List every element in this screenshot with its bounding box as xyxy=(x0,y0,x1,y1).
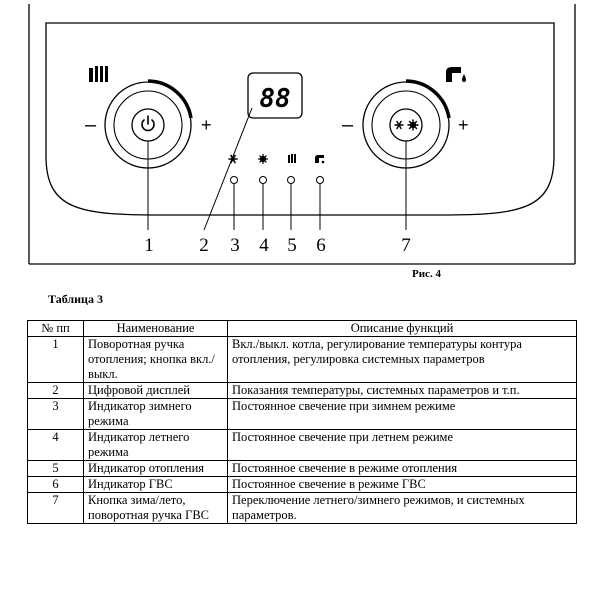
callout-5: 5 xyxy=(287,235,297,256)
sun-icon xyxy=(258,154,268,164)
callout-1: 1 xyxy=(144,235,154,256)
radiator-small-icon xyxy=(288,154,296,163)
table-row: 7 Кнопка зима/лето, поворотная ручка ГВС… xyxy=(27,492,577,524)
row-desc: Постоянное свечение в режиме ГВС xyxy=(227,476,577,493)
callout-4: 4 xyxy=(259,235,269,256)
tap-icon xyxy=(446,67,466,82)
row-num: 5 xyxy=(27,460,84,477)
leader-lines xyxy=(147,107,407,231)
header-desc: Описание функций xyxy=(227,320,577,337)
led-heating xyxy=(287,176,295,184)
heating-knob-plus: + xyxy=(201,115,212,135)
row-name: Индикатор летнего режима xyxy=(83,429,228,461)
callout-3: 3 xyxy=(230,235,240,256)
power-icon xyxy=(141,115,155,132)
row-desc: Постоянное свечение при летнем режиме xyxy=(227,429,577,461)
snowflake-sun-icon xyxy=(394,119,419,131)
snowflake-icon xyxy=(228,154,238,164)
row-desc: Постоянное свечение в режиме отопления xyxy=(227,460,577,477)
row-name: Поворотная ручка отопления; кнопка вкл./… xyxy=(83,336,228,383)
row-num: 1 xyxy=(27,336,84,383)
row-desc: Показания температуры, системных парамет… xyxy=(227,382,577,399)
led-summer xyxy=(259,176,267,184)
led-dhw xyxy=(316,176,324,184)
row-name: Индикатор зимнего режима xyxy=(83,398,228,430)
tap-small-icon xyxy=(315,155,325,164)
figure-caption: Рис. 4 xyxy=(412,268,441,280)
panel-outline xyxy=(28,4,576,265)
table-row: 3 Индикатор зимнего режима Постоянное св… xyxy=(27,398,577,430)
table-header-row: № пп Наименование Описание функций xyxy=(27,320,577,337)
display-digits: 88 xyxy=(259,84,290,114)
row-desc: Постоянное свечение при зимнем режиме xyxy=(227,398,577,430)
table-row: 2 Цифровой дисплей Показания температуры… xyxy=(27,382,577,399)
callout-6: 6 xyxy=(316,235,326,256)
row-num: 3 xyxy=(27,398,84,430)
digital-display: 88 xyxy=(247,72,303,119)
row-desc: Вкл./выкл. котла, регулирование температ… xyxy=(227,336,577,383)
header-num: № пп xyxy=(27,320,84,337)
table-row: 5 Индикатор отопления Постоянное свечени… xyxy=(27,460,577,477)
row-desc: Переключение летнего/зимнего режимов, и … xyxy=(227,492,577,524)
table-row: 4 Индикатор летнего режима Постоянное св… xyxy=(27,429,577,461)
row-num: 6 xyxy=(27,476,84,493)
row-num: 7 xyxy=(27,492,84,524)
heating-knob-minus: – xyxy=(85,114,97,136)
callout-7: 7 xyxy=(401,235,411,256)
indicator-leds xyxy=(230,176,324,184)
dhw-knob-plus: + xyxy=(458,115,469,135)
table-row: 1 Поворотная ручка отопления; кнопка вкл… xyxy=(27,336,577,383)
callout-2: 2 xyxy=(199,235,209,256)
row-num: 2 xyxy=(27,382,84,399)
led-winter xyxy=(230,176,238,184)
table-row: 6 Индикатор ГВС Постоянное свечение в ре… xyxy=(27,476,577,493)
row-name: Кнопка зима/лето, поворотная ручка ГВС xyxy=(83,492,228,524)
dhw-knob-minus: – xyxy=(342,114,354,136)
row-name: Цифровой дисплей xyxy=(83,382,228,399)
radiator-icon xyxy=(89,66,108,82)
header-name: Наименование xyxy=(83,320,228,337)
control-panel-diagram: – + 88 xyxy=(28,4,576,265)
table-title: Таблица 3 xyxy=(48,292,103,306)
row-name: Индикатор ГВС xyxy=(83,476,228,493)
row-name: Индикатор отопления xyxy=(83,460,228,477)
row-num: 4 xyxy=(27,429,84,461)
callout-numbers: 1 2 3 4 5 6 7 xyxy=(144,235,411,256)
functions-table: № пп Наименование Описание функций 1 Пов… xyxy=(27,320,577,524)
